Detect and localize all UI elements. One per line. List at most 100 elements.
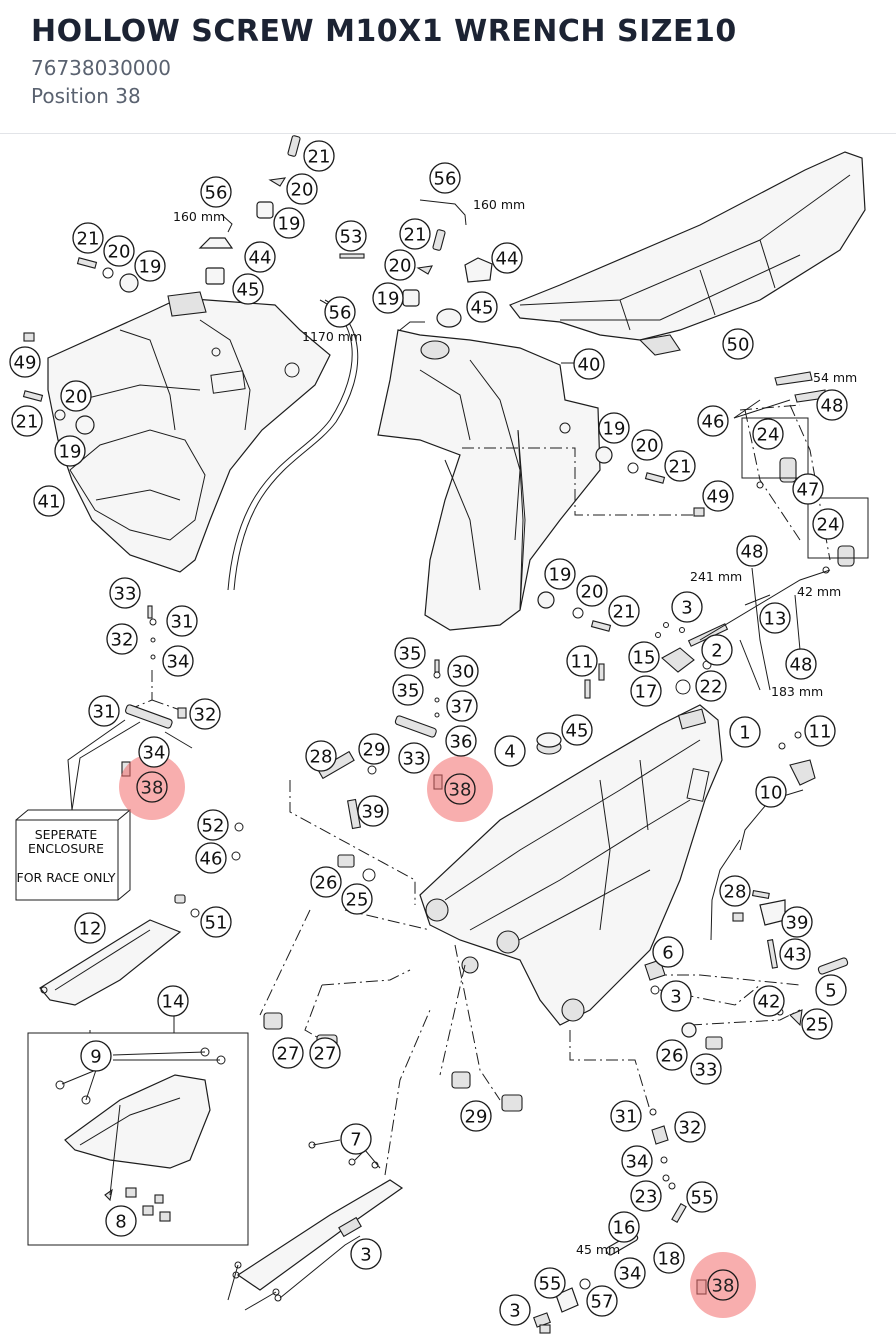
position-callout[interactable]: 39 bbox=[781, 906, 813, 938]
position-callout[interactable]: 3 bbox=[350, 1238, 382, 1270]
position-callout[interactable]: 30 bbox=[447, 655, 479, 687]
position-callout[interactable]: 13 bbox=[759, 602, 791, 634]
position-callout[interactable]: 34 bbox=[621, 1145, 653, 1177]
position-callout[interactable]: 15 bbox=[628, 641, 660, 673]
position-callout[interactable]: 57 bbox=[586, 1285, 618, 1317]
position-callout[interactable]: 55 bbox=[534, 1267, 566, 1299]
position-38-callout[interactable]: 38 bbox=[707, 1269, 739, 1301]
position-callout[interactable]: 19 bbox=[372, 282, 404, 314]
position-callout[interactable]: 11 bbox=[566, 645, 598, 677]
position-callout[interactable]: 21 bbox=[399, 218, 431, 250]
position-callout[interactable]: 6 bbox=[652, 936, 684, 968]
position-callout[interactable]: 1 bbox=[729, 716, 761, 748]
position-callout[interactable]: 7 bbox=[340, 1123, 372, 1155]
position-callout[interactable]: 2 bbox=[701, 634, 733, 666]
position-callout[interactable]: 31 bbox=[610, 1100, 642, 1132]
position-callout[interactable]: 3 bbox=[499, 1294, 531, 1326]
position-callout[interactable]: 43 bbox=[779, 938, 811, 970]
position-callout[interactable]: 33 bbox=[398, 742, 430, 774]
position-callout[interactable]: 19 bbox=[544, 558, 576, 590]
position-callout[interactable]: 21 bbox=[608, 595, 640, 627]
position-callout[interactable]: 19 bbox=[598, 412, 630, 444]
position-callout[interactable]: 25 bbox=[341, 883, 373, 915]
position-callout[interactable]: 48 bbox=[736, 535, 768, 567]
position-callout[interactable]: 56 bbox=[200, 176, 232, 208]
position-callout[interactable]: 50 bbox=[722, 328, 754, 360]
position-callout[interactable]: 34 bbox=[614, 1257, 646, 1289]
position-callout[interactable]: 29 bbox=[358, 733, 390, 765]
position-callout[interactable]: 18 bbox=[653, 1242, 685, 1274]
position-callout[interactable]: 48 bbox=[785, 648, 817, 680]
position-callout[interactable]: 53 bbox=[335, 220, 367, 252]
position-callout[interactable]: 21 bbox=[303, 140, 335, 172]
position-38-callout[interactable]: 38 bbox=[136, 771, 168, 803]
position-callout[interactable]: 19 bbox=[273, 207, 305, 239]
position-callout[interactable]: 51 bbox=[200, 906, 232, 938]
position-callout[interactable]: 20 bbox=[384, 249, 416, 281]
position-callout[interactable]: 9 bbox=[80, 1040, 112, 1072]
position-callout[interactable]: 45 bbox=[561, 714, 593, 746]
position-callout[interactable]: 29 bbox=[460, 1100, 492, 1132]
position-callout[interactable]: 8 bbox=[105, 1205, 137, 1237]
position-callout[interactable]: 22 bbox=[695, 670, 727, 702]
position-callout[interactable]: 34 bbox=[138, 736, 170, 768]
position-callout[interactable]: 40 bbox=[573, 348, 605, 380]
position-callout[interactable]: 25 bbox=[801, 1008, 833, 1040]
position-callout[interactable]: 20 bbox=[103, 235, 135, 267]
position-callout[interactable]: 3 bbox=[660, 980, 692, 1012]
position-callout[interactable]: 36 bbox=[445, 725, 477, 757]
position-callout[interactable]: 44 bbox=[244, 241, 276, 273]
position-callout[interactable]: 20 bbox=[60, 380, 92, 412]
position-callout[interactable]: 12 bbox=[74, 912, 106, 944]
position-callout[interactable]: 49 bbox=[9, 346, 41, 378]
position-callout[interactable]: 49 bbox=[702, 480, 734, 512]
position-callout[interactable]: 44 bbox=[491, 242, 523, 274]
position-callout[interactable]: 33 bbox=[109, 577, 141, 609]
position-callout[interactable]: 39 bbox=[357, 795, 389, 827]
position-callout[interactable]: 28 bbox=[719, 875, 751, 907]
position-callout[interactable]: 21 bbox=[664, 450, 696, 482]
position-callout[interactable]: 47 bbox=[792, 473, 824, 505]
position-callout[interactable]: 31 bbox=[166, 605, 198, 637]
position-callout[interactable]: 27 bbox=[309, 1037, 341, 1069]
position-callout[interactable]: 35 bbox=[394, 637, 426, 669]
position-callout[interactable]: 32 bbox=[106, 623, 138, 655]
position-callout[interactable]: 27 bbox=[272, 1037, 304, 1069]
position-callout[interactable]: 17 bbox=[630, 675, 662, 707]
position-callout[interactable]: 34 bbox=[162, 645, 194, 677]
position-callout[interactable]: 56 bbox=[429, 162, 461, 194]
position-callout[interactable]: 21 bbox=[11, 405, 43, 437]
position-callout[interactable]: 23 bbox=[630, 1180, 662, 1212]
position-callout[interactable]: 5 bbox=[815, 974, 847, 1006]
position-callout[interactable]: 3 bbox=[671, 591, 703, 623]
position-callout[interactable]: 20 bbox=[631, 429, 663, 461]
position-callout[interactable]: 10 bbox=[755, 776, 787, 808]
position-callout[interactable]: 41 bbox=[33, 485, 65, 517]
position-callout[interactable]: 35 bbox=[392, 674, 424, 706]
position-callout[interactable]: 55 bbox=[686, 1181, 718, 1213]
position-callout[interactable]: 14 bbox=[157, 985, 189, 1017]
position-callout[interactable]: 20 bbox=[576, 575, 608, 607]
position-callout[interactable]: 19 bbox=[134, 250, 166, 282]
position-callout[interactable]: 19 bbox=[54, 435, 86, 467]
position-callout[interactable]: 31 bbox=[88, 695, 120, 727]
position-callout[interactable]: 24 bbox=[752, 418, 784, 450]
position-callout[interactable]: 20 bbox=[286, 173, 318, 205]
position-callout[interactable]: 32 bbox=[674, 1111, 706, 1143]
position-callout[interactable]: 42 bbox=[753, 985, 785, 1017]
position-callout[interactable]: 16 bbox=[608, 1211, 640, 1243]
position-callout[interactable]: 46 bbox=[697, 405, 729, 437]
position-callout[interactable]: 24 bbox=[812, 508, 844, 540]
position-callout[interactable]: 26 bbox=[656, 1039, 688, 1071]
position-callout[interactable]: 28 bbox=[305, 740, 337, 772]
position-callout[interactable]: 21 bbox=[72, 222, 104, 254]
position-callout[interactable]: 45 bbox=[232, 273, 264, 305]
position-callout[interactable]: 4 bbox=[494, 735, 526, 767]
position-callout[interactable]: 33 bbox=[690, 1053, 722, 1085]
position-callout[interactable]: 32 bbox=[189, 698, 221, 730]
position-callout[interactable]: 26 bbox=[310, 866, 342, 898]
position-callout[interactable]: 45 bbox=[466, 291, 498, 323]
position-38-callout[interactable]: 38 bbox=[444, 773, 476, 805]
position-callout[interactable]: 56 bbox=[324, 296, 356, 328]
position-callout[interactable]: 52 bbox=[197, 809, 229, 841]
